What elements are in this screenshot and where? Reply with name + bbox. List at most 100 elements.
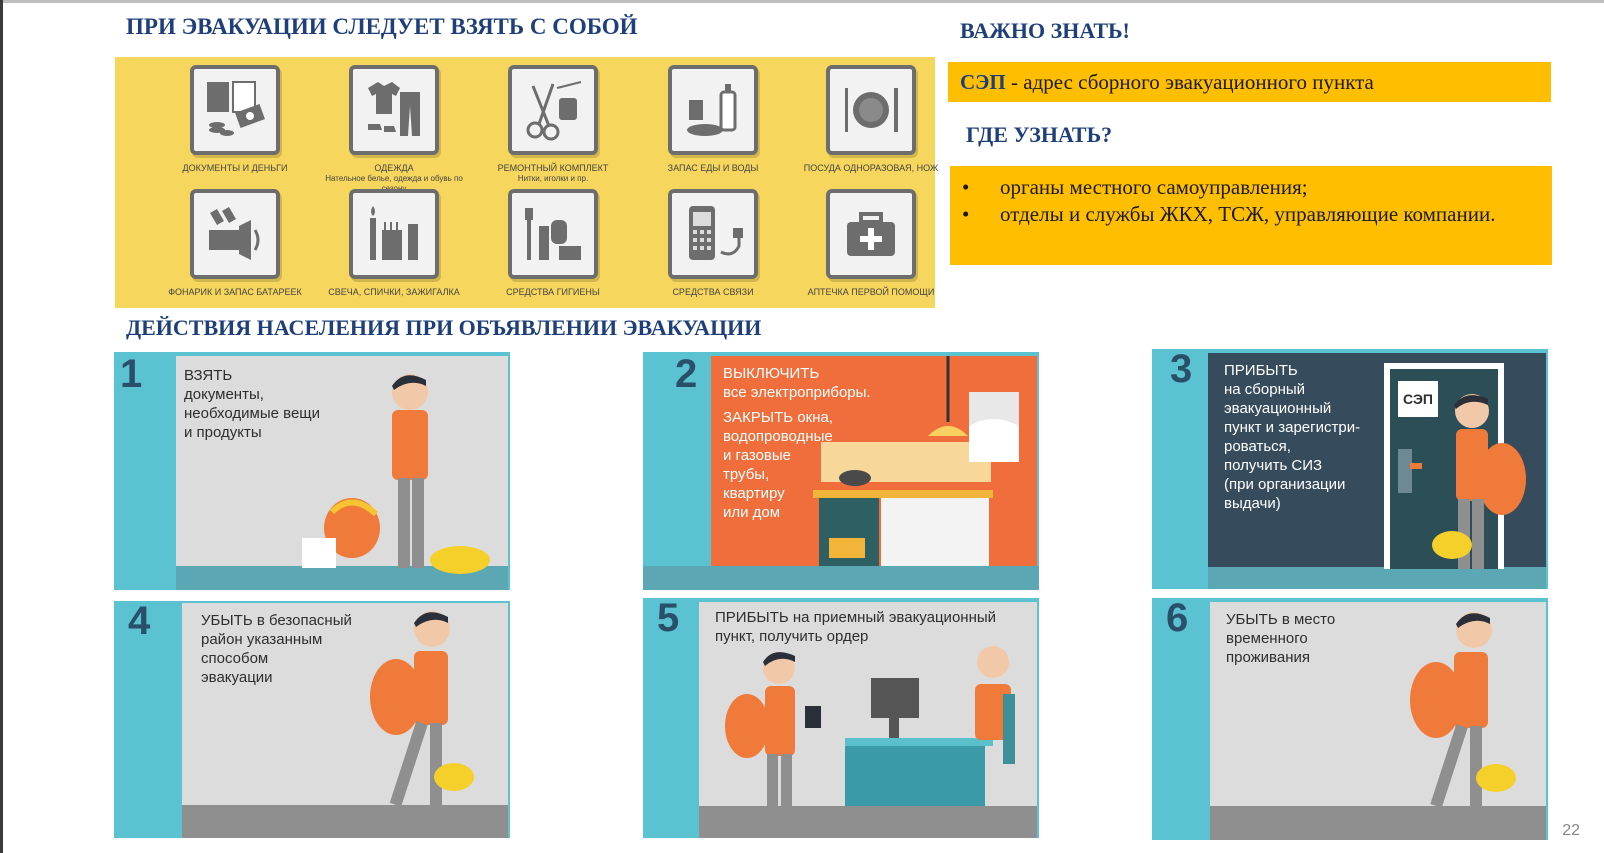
sewing-kit-icon xyxy=(508,65,598,155)
kit-item-sublabel: Нитки, иголки и пр. xyxy=(517,174,589,183)
step-card-2: 2 ВЫКЛЮЧИТЬ все электроприборы. ЗАКРЫТЬ … xyxy=(643,352,1039,590)
step-line: проживания xyxy=(1226,649,1310,666)
kit-item-label: СВЕЧА, СПИЧКИ, ЗАЖИГАЛКА xyxy=(328,287,460,297)
step-line: ВЗЯТЬ xyxy=(184,367,233,384)
step-3-illustration xyxy=(1208,353,1546,589)
where-to-find-list: органы местного самоуправления; отделы и… xyxy=(962,174,1542,228)
slide-left-border xyxy=(0,0,3,853)
evacuation-kit-panel: ДОКУМЕНТЫ И ДЕНЬГИ ОДЕЖДА Нательное бель… xyxy=(115,57,938,308)
step-card-3: 3 ПРИБЫТЬ на сборный эвакуационный пункт… xyxy=(1152,349,1548,589)
step-line: квартиру xyxy=(723,485,785,502)
candle-matches-icon xyxy=(349,189,439,279)
step-line: временного xyxy=(1226,630,1308,647)
heading-important: ВАЖНО ЗНАТЬ! xyxy=(960,18,1130,43)
sep-definition-text: - адрес сборного эвакуационного пункта xyxy=(1005,70,1374,94)
step-line: или дом xyxy=(723,504,781,521)
kit-item-food-water: ЗАПАС ЕДЫ И ВОДЫ xyxy=(638,65,788,174)
kit-item-label: ФОНАРИК И ЗАПАС БАТАРЕЕК xyxy=(168,287,302,297)
kit-item-label: ПОСУДА ОДНОРАЗОВАЯ, НОЖ xyxy=(803,163,939,173)
step-number: 5 xyxy=(657,598,680,640)
step-line: роваться, xyxy=(1224,438,1291,455)
step-5-illustration xyxy=(699,602,1037,838)
step-text: УБЫТЬ в место временного проживания xyxy=(1226,610,1335,667)
kit-item-documents: ДОКУМЕНТЫ И ДЕНЬГИ xyxy=(160,65,310,174)
step-line: эвакуации xyxy=(201,669,273,686)
step-card-1: 1 ВЗЯТЬ документы, необходимые вещи и пр… xyxy=(114,352,510,590)
kit-item-label: РЕМОНТНЫЙ КОМПЛЕКТ xyxy=(497,163,609,173)
step-number: 2 xyxy=(675,352,698,396)
step-line: документы, xyxy=(184,386,264,403)
step-number: 6 xyxy=(1166,598,1189,640)
step-card-4: 4 УБЫТЬ в безопасный район указанным спо… xyxy=(114,601,510,838)
step-6-illustration xyxy=(1210,602,1546,840)
step-card-6: 6 УБЫТЬ в место временного проживания xyxy=(1152,598,1548,840)
step-1-illustration xyxy=(176,356,508,590)
step-text: ВЗЯТЬ документы, необходимые вещи и прод… xyxy=(184,366,320,442)
phone-icon xyxy=(668,189,758,279)
step-line: ПРИБЫТЬ xyxy=(1224,362,1298,379)
step-line: способом xyxy=(201,650,269,667)
kit-item-tableware: ПОСУДА ОДНОРАЗОВАЯ, НОЖ xyxy=(796,65,946,174)
step-text: УБЫТЬ в безопасный район указанным спосо… xyxy=(201,611,352,687)
kit-item-label: ДОКУМЕНТЫ И ДЕНЬГИ xyxy=(182,163,288,173)
documents-money-icon xyxy=(190,65,280,155)
step-line: ПРИБЫТЬ на приемный эвакуационный xyxy=(715,609,997,626)
step-line: водопроводные xyxy=(723,428,833,445)
step-line: (при организации xyxy=(1224,476,1346,493)
kit-item-label: АПТЕЧКА ПЕРВОЙ ПОМОЩИ xyxy=(807,287,935,297)
step-card-5: 5 ПРИБЫТЬ на приемный эвакуационный пунк… xyxy=(643,598,1039,838)
heading-take-with-you: ПРИ ЭВАКУАЦИИ СЛЕДУЕТ ВЗЯТЬ С СОБОЙ xyxy=(126,14,638,39)
step-text: ПРИБЫТЬ на приемный эвакуационный пункт,… xyxy=(715,608,996,646)
where-to-find-box: органы местного самоуправления; отделы и… xyxy=(950,166,1552,265)
food-water-icon xyxy=(668,65,758,155)
step-line: пункт, получить ордер xyxy=(715,628,869,645)
kit-item-hygiene: СРЕДСТВА ГИГИЕНЫ xyxy=(478,189,628,298)
clothes-icon xyxy=(349,65,439,155)
list-item: отделы и службы ЖКХ, ТСЖ, управляющие ко… xyxy=(962,201,1542,228)
kit-item-candle: СВЕЧА, СПИЧКИ, ЗАЖИГАЛКА xyxy=(319,189,469,298)
flashlight-icon xyxy=(190,189,280,279)
kit-item-clothes: ОДЕЖДА Нательное белье, одежда и обувь п… xyxy=(319,65,469,194)
kit-item-sewing: РЕМОНТНЫЙ КОМПЛЕКТ Нитки, иголки и пр. xyxy=(478,65,628,184)
step-line: эвакуационный xyxy=(1224,400,1332,417)
step-line: трубы, xyxy=(723,466,770,483)
step-line: и продукты xyxy=(184,424,262,441)
kit-item-label: СРЕДСТВА СВЯЗИ xyxy=(672,287,754,297)
page-number: 22 xyxy=(1562,822,1580,839)
step-line: и газовые xyxy=(723,447,792,464)
step-line: ВЫКЛЮЧИТЬ xyxy=(723,365,820,382)
tableware-icon xyxy=(826,65,916,155)
hygiene-icon xyxy=(508,189,598,279)
kit-item-flashlight: ФОНАРИК И ЗАПАС БАТАРЕЕК xyxy=(160,189,310,298)
slide-top-border xyxy=(0,0,1604,3)
step-line: район указанным xyxy=(201,631,323,648)
heading-population-actions: ДЕЙСТВИЯ НАСЕЛЕНИЯ ПРИ ОБЪЯВЛЕНИИ ЭВАКУА… xyxy=(126,315,762,340)
door-sign-sep: СЭП xyxy=(1403,391,1433,407)
step-text: ПРИБЫТЬ на сборный эвакуационный пункт и… xyxy=(1224,361,1360,513)
step-number: 1 xyxy=(120,352,143,396)
kit-item-label: ОДЕЖДА xyxy=(374,163,414,173)
step-line: необходимые вещи xyxy=(184,405,321,422)
step-number: 4 xyxy=(128,601,151,643)
step-line: выдачи) xyxy=(1224,495,1281,512)
first-aid-icon xyxy=(826,189,916,279)
list-item: органы местного самоуправления; xyxy=(962,174,1542,201)
kit-item-first-aid: АПТЕЧКА ПЕРВОЙ ПОМОЩИ xyxy=(796,189,946,298)
step-4-illustration xyxy=(182,603,508,838)
kit-item-phone: СРЕДСТВА СВЯЗИ xyxy=(638,189,788,298)
step-2-illustration xyxy=(643,356,1039,590)
kit-item-sublabel: Нательное белье, одежда и обувь по сезон… xyxy=(325,174,463,193)
step-line: ЗАКРЫТЬ окна, xyxy=(723,409,833,426)
kit-item-label: СРЕДСТВА ГИГИЕНЫ xyxy=(506,287,600,297)
step-number: 3 xyxy=(1170,349,1193,391)
kit-item-label: ЗАПАС ЕДЫ И ВОДЫ xyxy=(667,163,759,173)
sep-definition-box: СЭП - адрес сборного эвакуационного пунк… xyxy=(948,62,1551,102)
step-text: ВЫКЛЮЧИТЬ все электроприборы. ЗАКРЫТЬ ок… xyxy=(723,364,871,522)
step-line: УБЫТЬ в место xyxy=(1226,611,1336,628)
sep-abbreviation: СЭП xyxy=(960,70,1006,94)
step-line: получить СИЗ xyxy=(1224,457,1323,474)
step-line: на сборный xyxy=(1224,381,1306,398)
heading-where-to-find: ГДЕ УЗНАТЬ? xyxy=(966,122,1113,147)
step-line: УБЫТЬ в безопасный xyxy=(201,612,352,629)
step-line: пункт и зарегистри- xyxy=(1224,419,1361,436)
